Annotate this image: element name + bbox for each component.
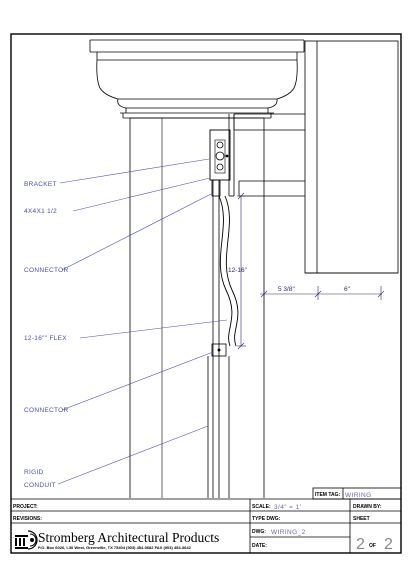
company-address: P.O. Box 6026, I-30 West, Greenville, TX… bbox=[38, 545, 192, 550]
junction-box bbox=[209, 129, 231, 181]
dwg-label: DWG: bbox=[252, 529, 266, 535]
item-tag-value: WIRING bbox=[345, 492, 372, 499]
callout-connector-top: CONNECTOR bbox=[24, 267, 68, 274]
sheet-current: 2 bbox=[356, 536, 365, 553]
dim-vertical-label: 12-16" bbox=[228, 267, 248, 274]
connector-bottom bbox=[211, 343, 227, 357]
dimension-horizontal bbox=[260, 286, 385, 300]
column-capital bbox=[89, 39, 305, 119]
sheet-of: OF bbox=[369, 543, 376, 549]
callout-bracket: BRACKET bbox=[24, 181, 57, 188]
sheet-total: 2 bbox=[384, 536, 393, 553]
elevation-drawing bbox=[57, 39, 399, 498]
wall-fixture bbox=[233, 40, 399, 274]
dwg-value: WIRING_2 bbox=[271, 529, 306, 536]
sheet-border bbox=[10, 33, 402, 554]
scale-value: 3/4" = 1' bbox=[274, 504, 301, 511]
date-label: DATE: bbox=[252, 543, 267, 549]
sheet-label: SHEET bbox=[353, 516, 370, 522]
dim-horizontal-left: 5 3/8" bbox=[278, 286, 295, 293]
flex-conduit bbox=[218, 195, 239, 347]
company-logo-icon bbox=[15, 530, 38, 550]
company-name: Stromberg Architectural Products bbox=[38, 530, 219, 545]
scale-label: SCALE: bbox=[252, 504, 271, 510]
drawn-by-label: DRAWN BY: bbox=[353, 504, 382, 510]
project-label: PROJECT: bbox=[13, 504, 38, 510]
callout-rigid-1: RIGID bbox=[24, 469, 44, 476]
callout-flex: 12-16"" FLEX bbox=[24, 335, 67, 342]
revisions-label: REVISIONS: bbox=[13, 516, 42, 522]
dimension-vertical bbox=[237, 192, 246, 350]
callout-connector-bottom: CONNECTOR bbox=[24, 407, 68, 414]
connector-top bbox=[211, 179, 221, 197]
callout-box: 4X4X1 1/2 bbox=[24, 208, 57, 215]
leader-lines bbox=[57, 158, 228, 485]
callout-rigid-2: CONDUIT bbox=[24, 482, 56, 489]
title-block bbox=[11, 487, 402, 553]
dim-horizontal-right: 6" bbox=[344, 286, 351, 293]
item-tag-label: ITEM TAG: bbox=[315, 492, 341, 498]
type-dwg-label: TYPE DWG: bbox=[252, 516, 281, 522]
